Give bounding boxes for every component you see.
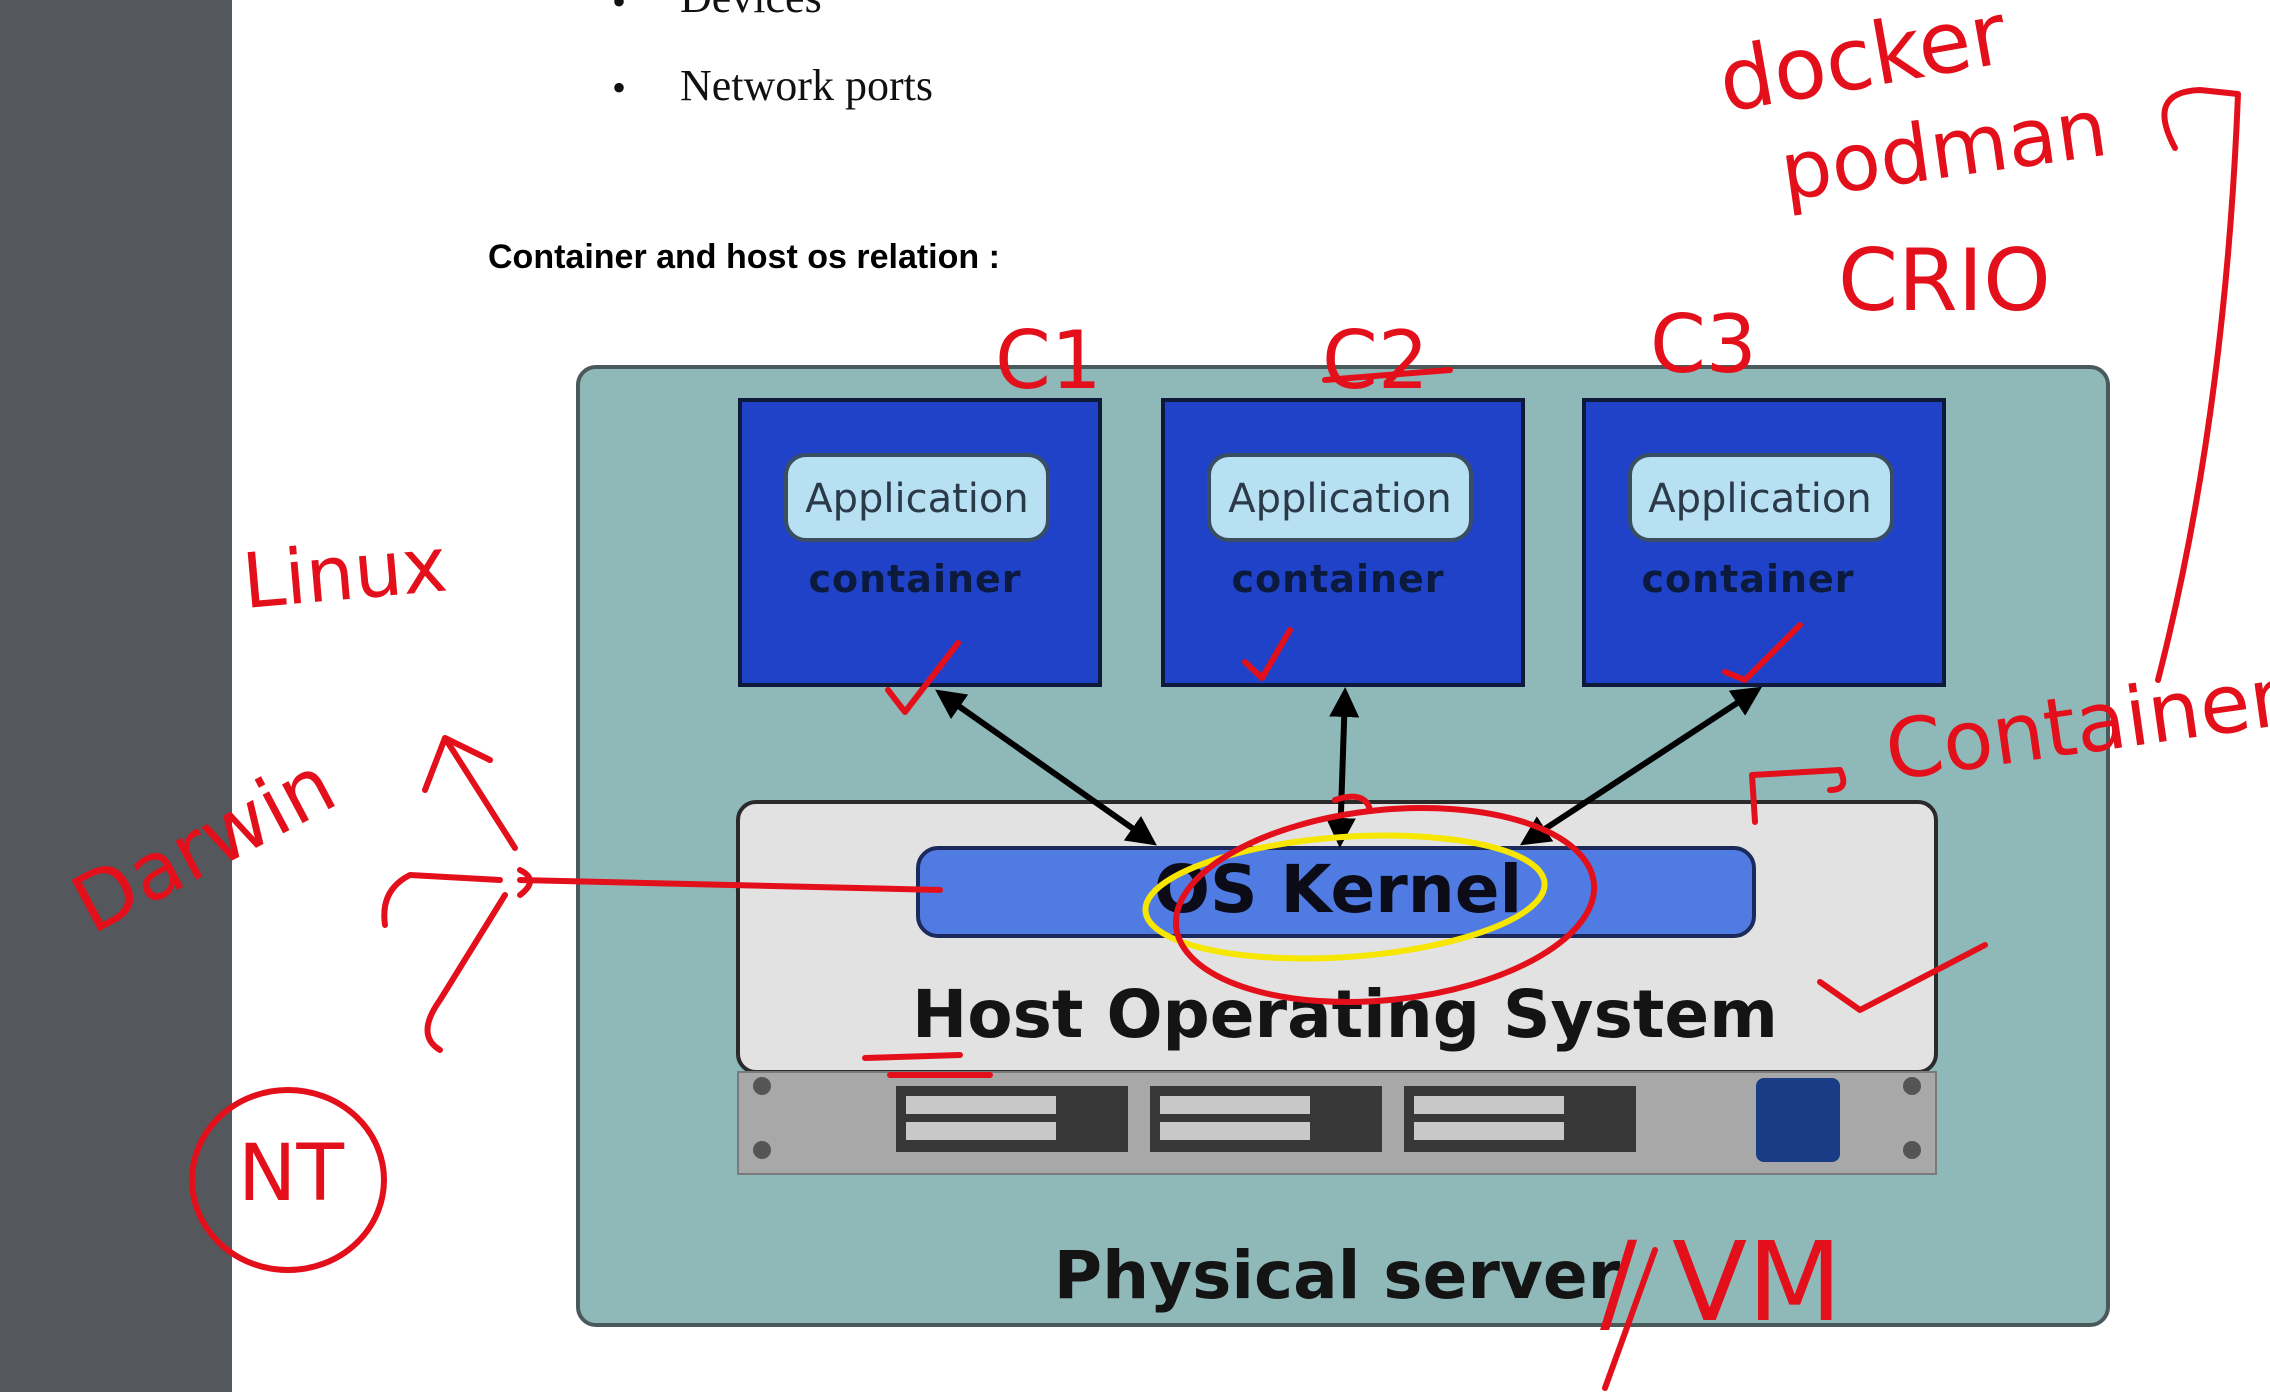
bullet-item-devices: Devices [680,0,822,23]
application-label: Application [805,476,1029,522]
server-hardware [737,1071,1937,1175]
container-label: container [1641,557,1854,601]
application-label: Application [1648,476,1872,522]
bullet-marker: • [612,0,627,24]
container-label: container [1231,557,1444,601]
container-c1: Application container [738,398,1102,687]
container-label: container [808,557,1021,601]
bullet-item-network-ports: Network ports [680,61,933,110]
os-kernel-label: OS Kernel [1154,851,1522,928]
physical-server-label: Physical server [1054,1237,1621,1314]
container-c2: Application container [1161,398,1525,687]
application-pill [1207,453,1473,542]
application-pill [784,453,1050,542]
bullet-marker: • [612,65,627,110]
section-heading: Container and host os relation : [488,238,1000,276]
arrow-c1-kernel [935,689,1157,846]
application-label: Application [1228,476,1452,522]
container-c3: Application container [1582,398,1946,687]
application-pill [1628,453,1894,542]
host-os-label: Host Operating System [912,976,1778,1053]
